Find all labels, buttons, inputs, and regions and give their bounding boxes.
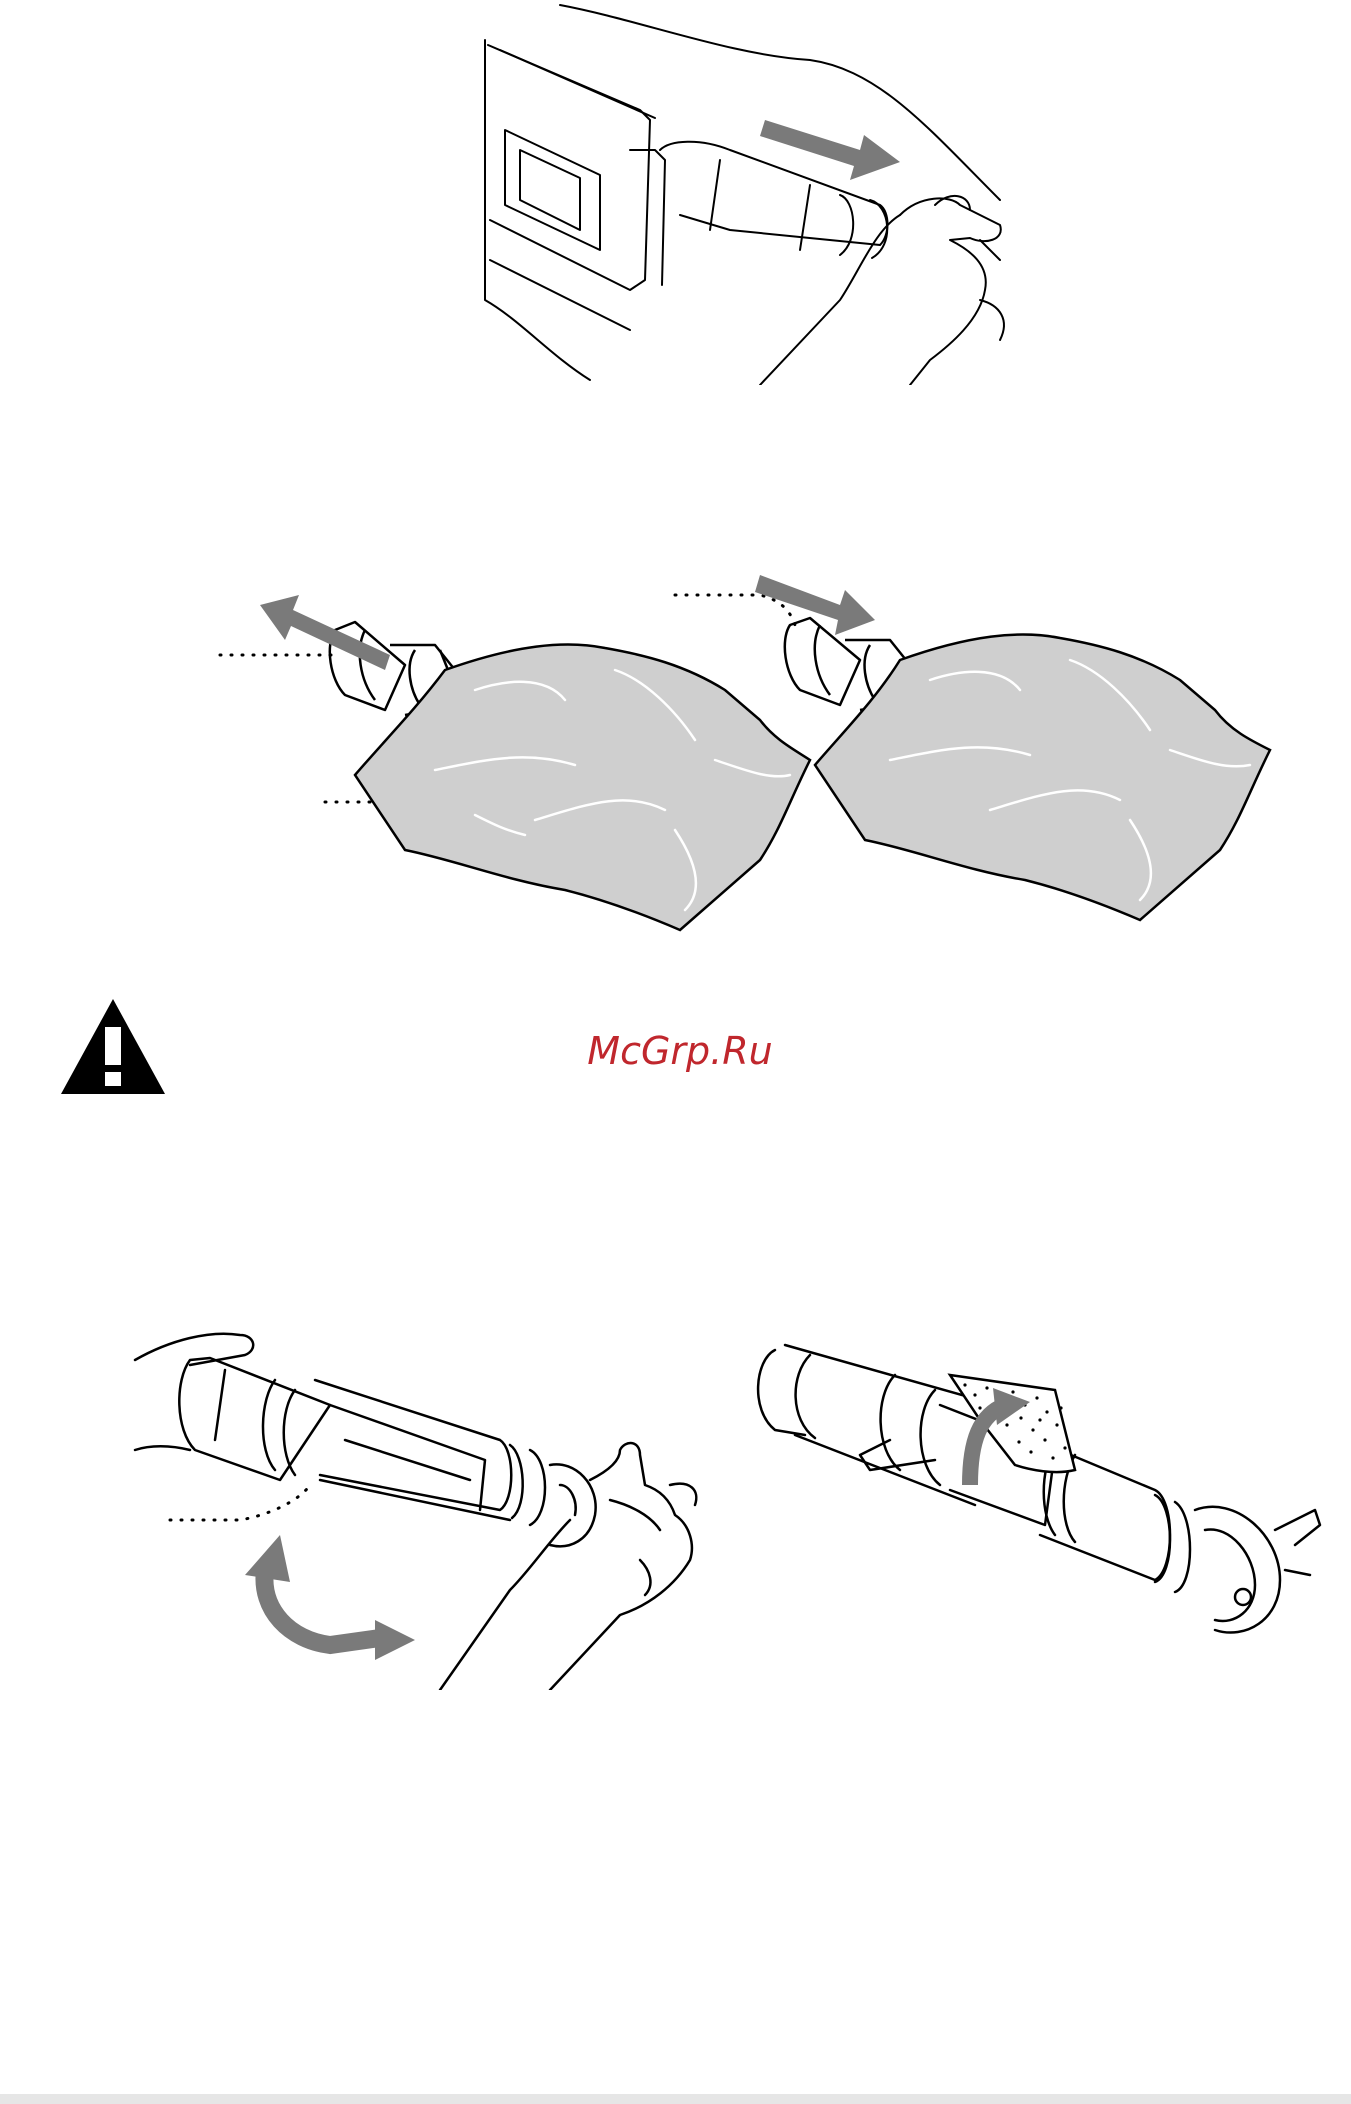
- watermark: McGrp.Ru: [540, 1024, 820, 1084]
- remove-toner-cartridge-illustration: [480, 0, 1040, 385]
- footer-rule: [0, 2094, 1351, 2104]
- watermark-text: McGrp.Ru: [587, 1029, 772, 1073]
- cartridge-out-of-bag-illustration: [670, 550, 1280, 930]
- rock-cartridge-illustration: [130, 1320, 720, 1690]
- pull-seal-illustration: [735, 1320, 1325, 1680]
- warning-triangle-icon: [58, 997, 168, 1097]
